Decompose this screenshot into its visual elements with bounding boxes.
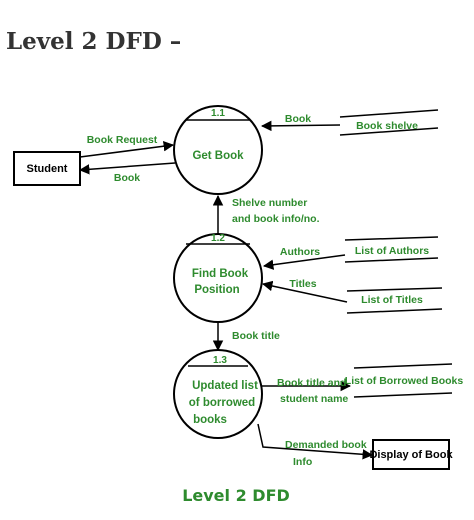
store-list-of-authors: List of Authors [344, 236, 439, 263]
entity-display-label: Display of Book [369, 449, 453, 461]
process-1-2-id: 1.2 [211, 233, 225, 244]
store-book-shelve-label: Book shelve [356, 120, 418, 132]
store-list-of-borrowed-books-label: List of Borrowed Books [345, 375, 464, 387]
process-1-2-find-book-position: 1.2 Find Book Position [173, 233, 263, 323]
flow-book-title-and-student: Book title and student name [262, 377, 352, 405]
entity-student-label: Student [27, 163, 68, 175]
flow-book-request-label: Book Request [87, 134, 158, 146]
flow-book-to-student-label: Book [114, 172, 140, 184]
process-1-1-name: Get Book [192, 150, 244, 162]
flow-book-from-shelve-label: Book [285, 113, 311, 125]
process-1-3-name-line2: of borrowed [189, 397, 255, 409]
process-1-3-updated-list: 1.3 Updated list of borrowed books [173, 349, 263, 439]
flow-demanded-book-info-line2: Info [293, 456, 312, 468]
flow-demanded-book-info-line1: Demanded book [285, 439, 367, 451]
flow-book-title-and-student-line2: student name [280, 393, 348, 405]
process-1-3-name-line1: Updated list [192, 380, 258, 392]
diagram-caption: Level 2 DFD [182, 486, 290, 505]
flow-book-title-label: Book title [232, 330, 280, 342]
flow-book-title: Book title [212, 322, 280, 352]
flow-book-to-student: Book [78, 162, 176, 184]
entity-student: Student [13, 151, 81, 186]
flow-authors: Authors [262, 246, 346, 270]
store-book-shelve: Book shelve [339, 109, 439, 136]
flow-demanded-book-info: Demanded book Info [257, 423, 374, 468]
process-1-2-name-line2: Position [194, 284, 239, 296]
process-1-3-id: 1.3 [213, 355, 227, 366]
flow-book-title-and-student-line1: Book title and [277, 377, 346, 389]
process-1-2-name-line1: Find Book [192, 268, 249, 280]
flow-titles: Titles [261, 278, 348, 303]
process-1-1-id: 1.1 [211, 108, 225, 119]
flow-book-from-shelve: Book [260, 113, 341, 132]
store-list-of-titles: List of Titles [346, 287, 443, 314]
process-1-3-name-line3: books [193, 414, 227, 426]
flow-shelve-number-line2: and book info/no. [232, 213, 320, 225]
process-1-1-get-book: 1.1 Get Book [173, 105, 263, 195]
flow-titles-label: Titles [289, 278, 316, 290]
flow-shelve-number-line1: Shelve number [232, 197, 307, 209]
store-list-of-authors-label: List of Authors [355, 245, 429, 257]
flow-shelve-number: Shelve number and book info/no. [212, 194, 320, 234]
flow-authors-label: Authors [280, 246, 320, 258]
flow-book-request: Book Request [79, 134, 175, 158]
store-list-of-titles-label: List of Titles [361, 294, 423, 306]
entity-display-of-book: Display of Book [369, 439, 453, 470]
store-list-of-borrowed-books: List of Borrowed Books [345, 363, 464, 398]
page-title: Level 2 DFD – [6, 28, 182, 55]
